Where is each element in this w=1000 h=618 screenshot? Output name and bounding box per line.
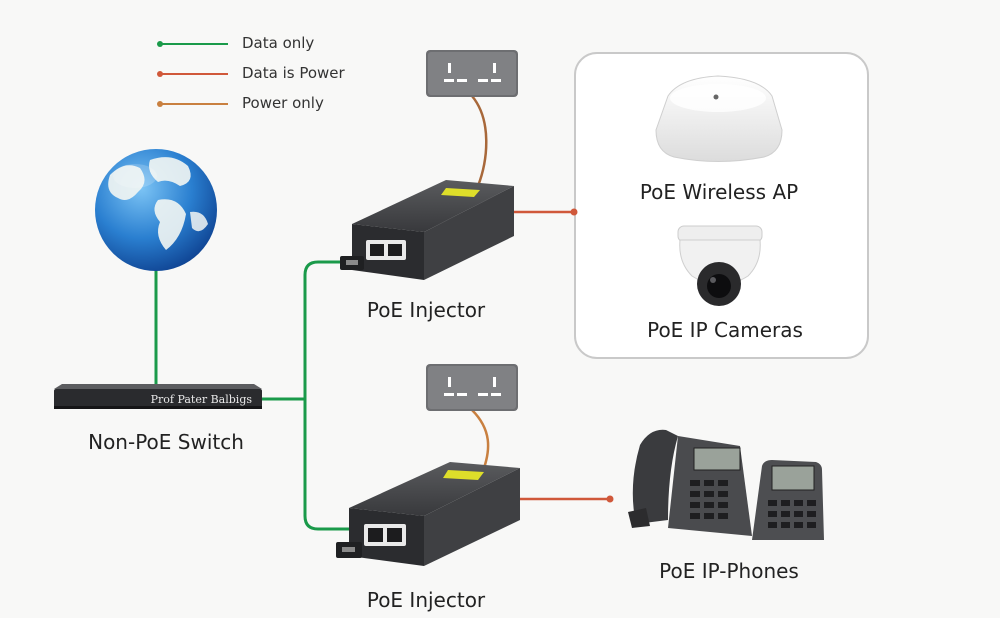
non-poe-switch: Prof Pater Balbigs [54, 384, 262, 409]
ip-camera-icon [677, 225, 763, 306]
legend-label-power-only: Power only [242, 94, 324, 112]
switch-label: Non-PoE Switch [88, 430, 244, 454]
legend-line-power-only [162, 103, 228, 105]
legend-line-data-power [162, 73, 228, 75]
cable-end-dot-devices [570, 208, 578, 216]
injector-top-label: PoE Injector [366, 298, 486, 322]
ip-cameras-label: PoE IP Cameras [647, 318, 803, 342]
cable-switch-to-injectors [262, 260, 350, 531]
switch-faceplate-text: Prof Pater Balbigs [151, 393, 253, 406]
cable-outlet-to-top-injector [471, 95, 488, 187]
legend-dot-data-only [157, 41, 163, 47]
injector-bottom-label: PoE Injector [366, 588, 486, 612]
wireless-ap-icon [655, 75, 783, 162]
devices-panel [574, 52, 869, 359]
cable-outlet-to-bottom-injector [471, 409, 490, 469]
internet-globe-icon [95, 149, 217, 271]
poe-injector-bottom [336, 462, 520, 566]
legend-label-data-only: Data only [242, 34, 315, 52]
ip-phones-label: PoE IP-Phones [659, 559, 799, 583]
legend-dot-power-only [157, 101, 163, 107]
legend-label-data-power: Data is Power [242, 64, 345, 82]
legend-line-data-only [162, 43, 228, 45]
legend-dot-data-power [157, 71, 163, 77]
cable-end-dot-phones [606, 495, 614, 503]
poe-injector-top [340, 180, 514, 280]
power-outlet-top [426, 50, 518, 97]
ip-phones-icon [628, 429, 824, 540]
wireless-ap-label: PoE Wireless AP [639, 180, 799, 204]
power-outlet-bottom [426, 364, 518, 411]
